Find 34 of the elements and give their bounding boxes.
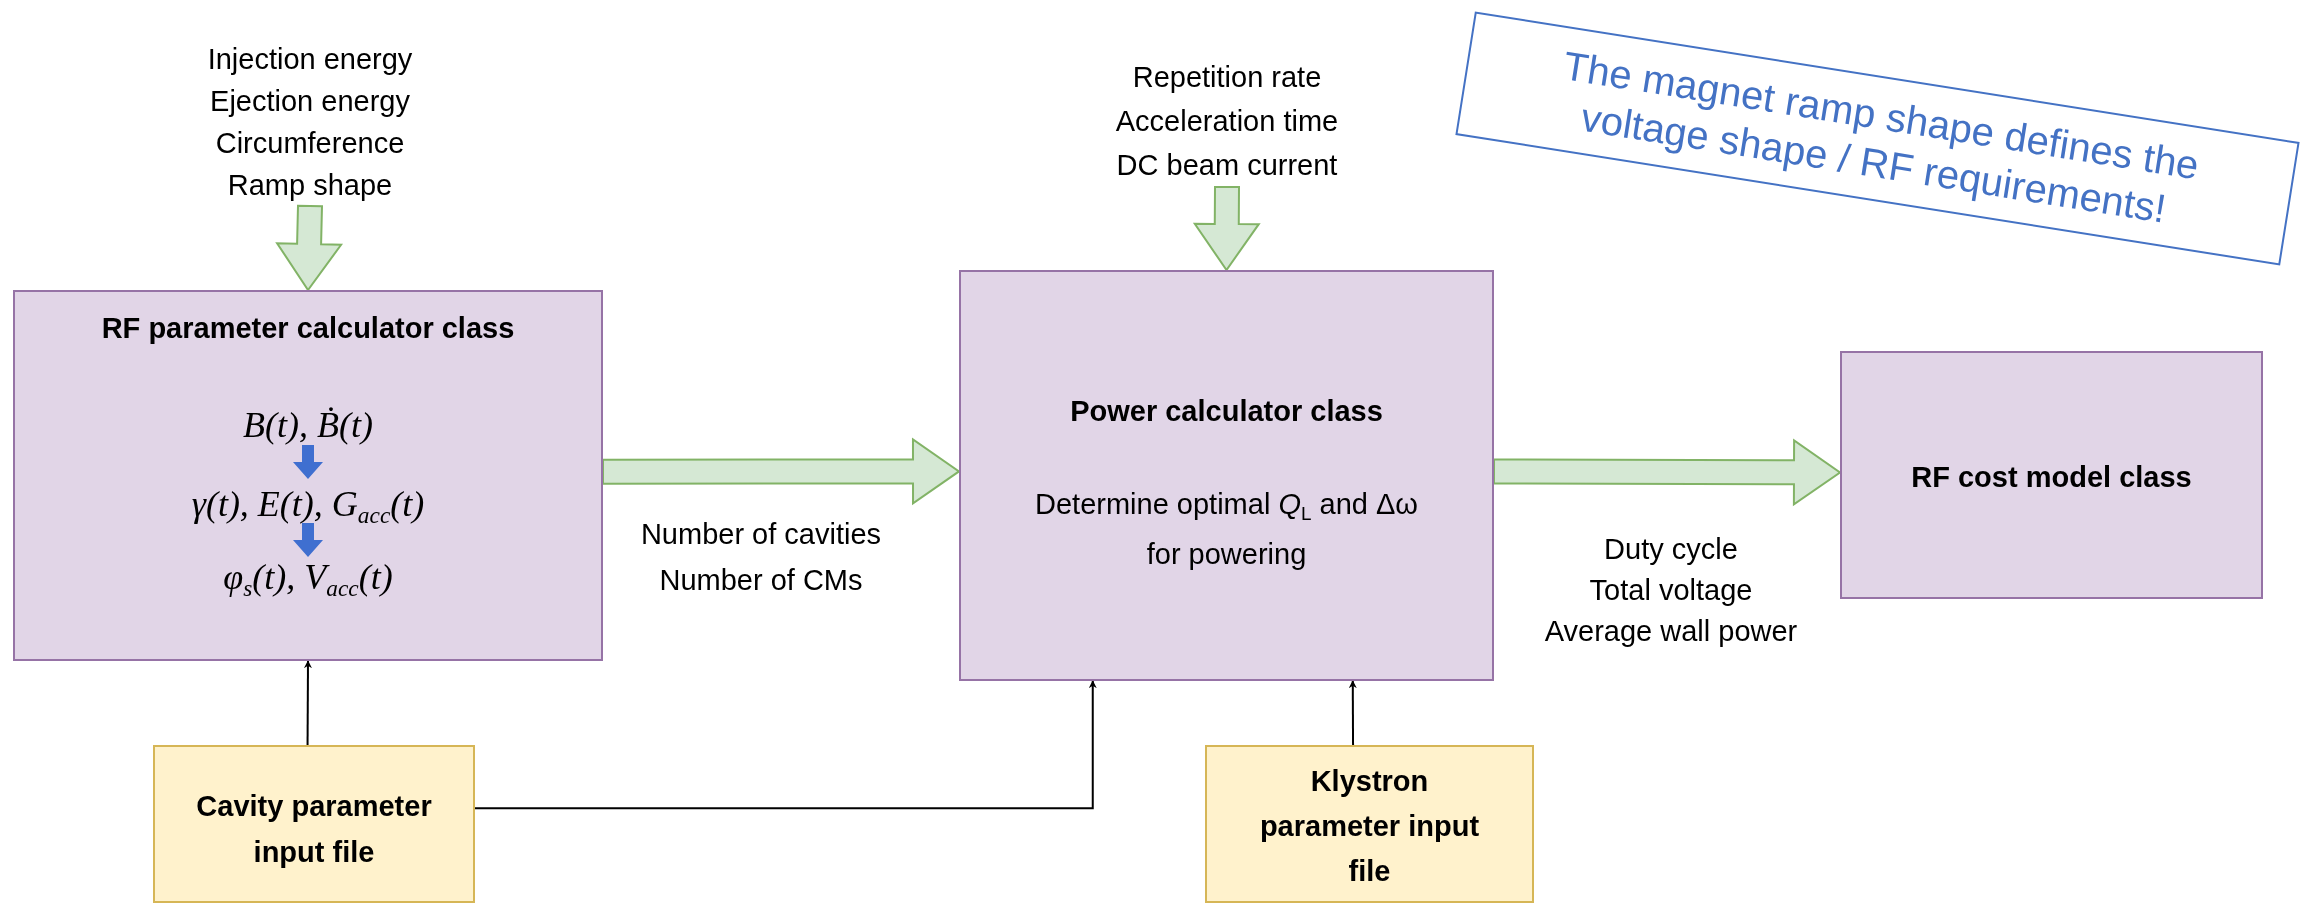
block-arrow [275, 204, 344, 292]
data-label: Average wall power [1544, 614, 1798, 648]
input-file-label: Klystron parameter input file [1258, 764, 1481, 889]
block-arrow [1192, 185, 1261, 272]
note-text: The magnet ramp shape defines the voltage shape / RF requirements! [1559, 41, 2204, 233]
input-file-label: Cavity parameter input file [195, 789, 433, 870]
parameter-text: Injection energy [206, 42, 414, 77]
parameter-text: Repetition rate [1131, 60, 1323, 95]
formula-text: φ$_{s}$(t), V$_{acc}$(t) [222, 556, 394, 603]
parameter-text: Ejection energy [209, 84, 411, 119]
parameter-text: Acceleration time [1114, 104, 1340, 139]
parameter-text: Ramp shape [226, 168, 394, 203]
class-title: Power calculator class [1069, 394, 1384, 429]
data-label: Number of cavities [640, 517, 882, 551]
data-label: Total voltage [1589, 573, 1753, 607]
input-file-box [1205, 745, 1534, 903]
class-title: RF parameter calculator class [100, 311, 516, 346]
data-label: Duty cycle [1604, 532, 1738, 566]
parameter-text: Circumference [214, 126, 406, 161]
parameter-text: DC beam current [1115, 148, 1339, 183]
block-arrow [602, 437, 961, 506]
arrow [1348, 680, 1357, 746]
formula-text: B(t), Ḃ(t) [242, 404, 374, 447]
formula-text: γ(t), E(t), G$_{acc}$(t) [190, 483, 426, 530]
class-box [1840, 351, 2263, 599]
description-text: Determine optimal Q$_{L}$ and Δω for powering [1034, 487, 1419, 572]
class-box [13, 290, 603, 661]
arrow [474, 680, 1097, 810]
data-label: Number of CMs [659, 563, 863, 597]
block-arrow [1492, 438, 1842, 507]
class-title: RF cost model class [1910, 460, 2193, 495]
arrow [303, 660, 312, 746]
input-file-box [153, 745, 475, 903]
class-box [959, 270, 1494, 681]
